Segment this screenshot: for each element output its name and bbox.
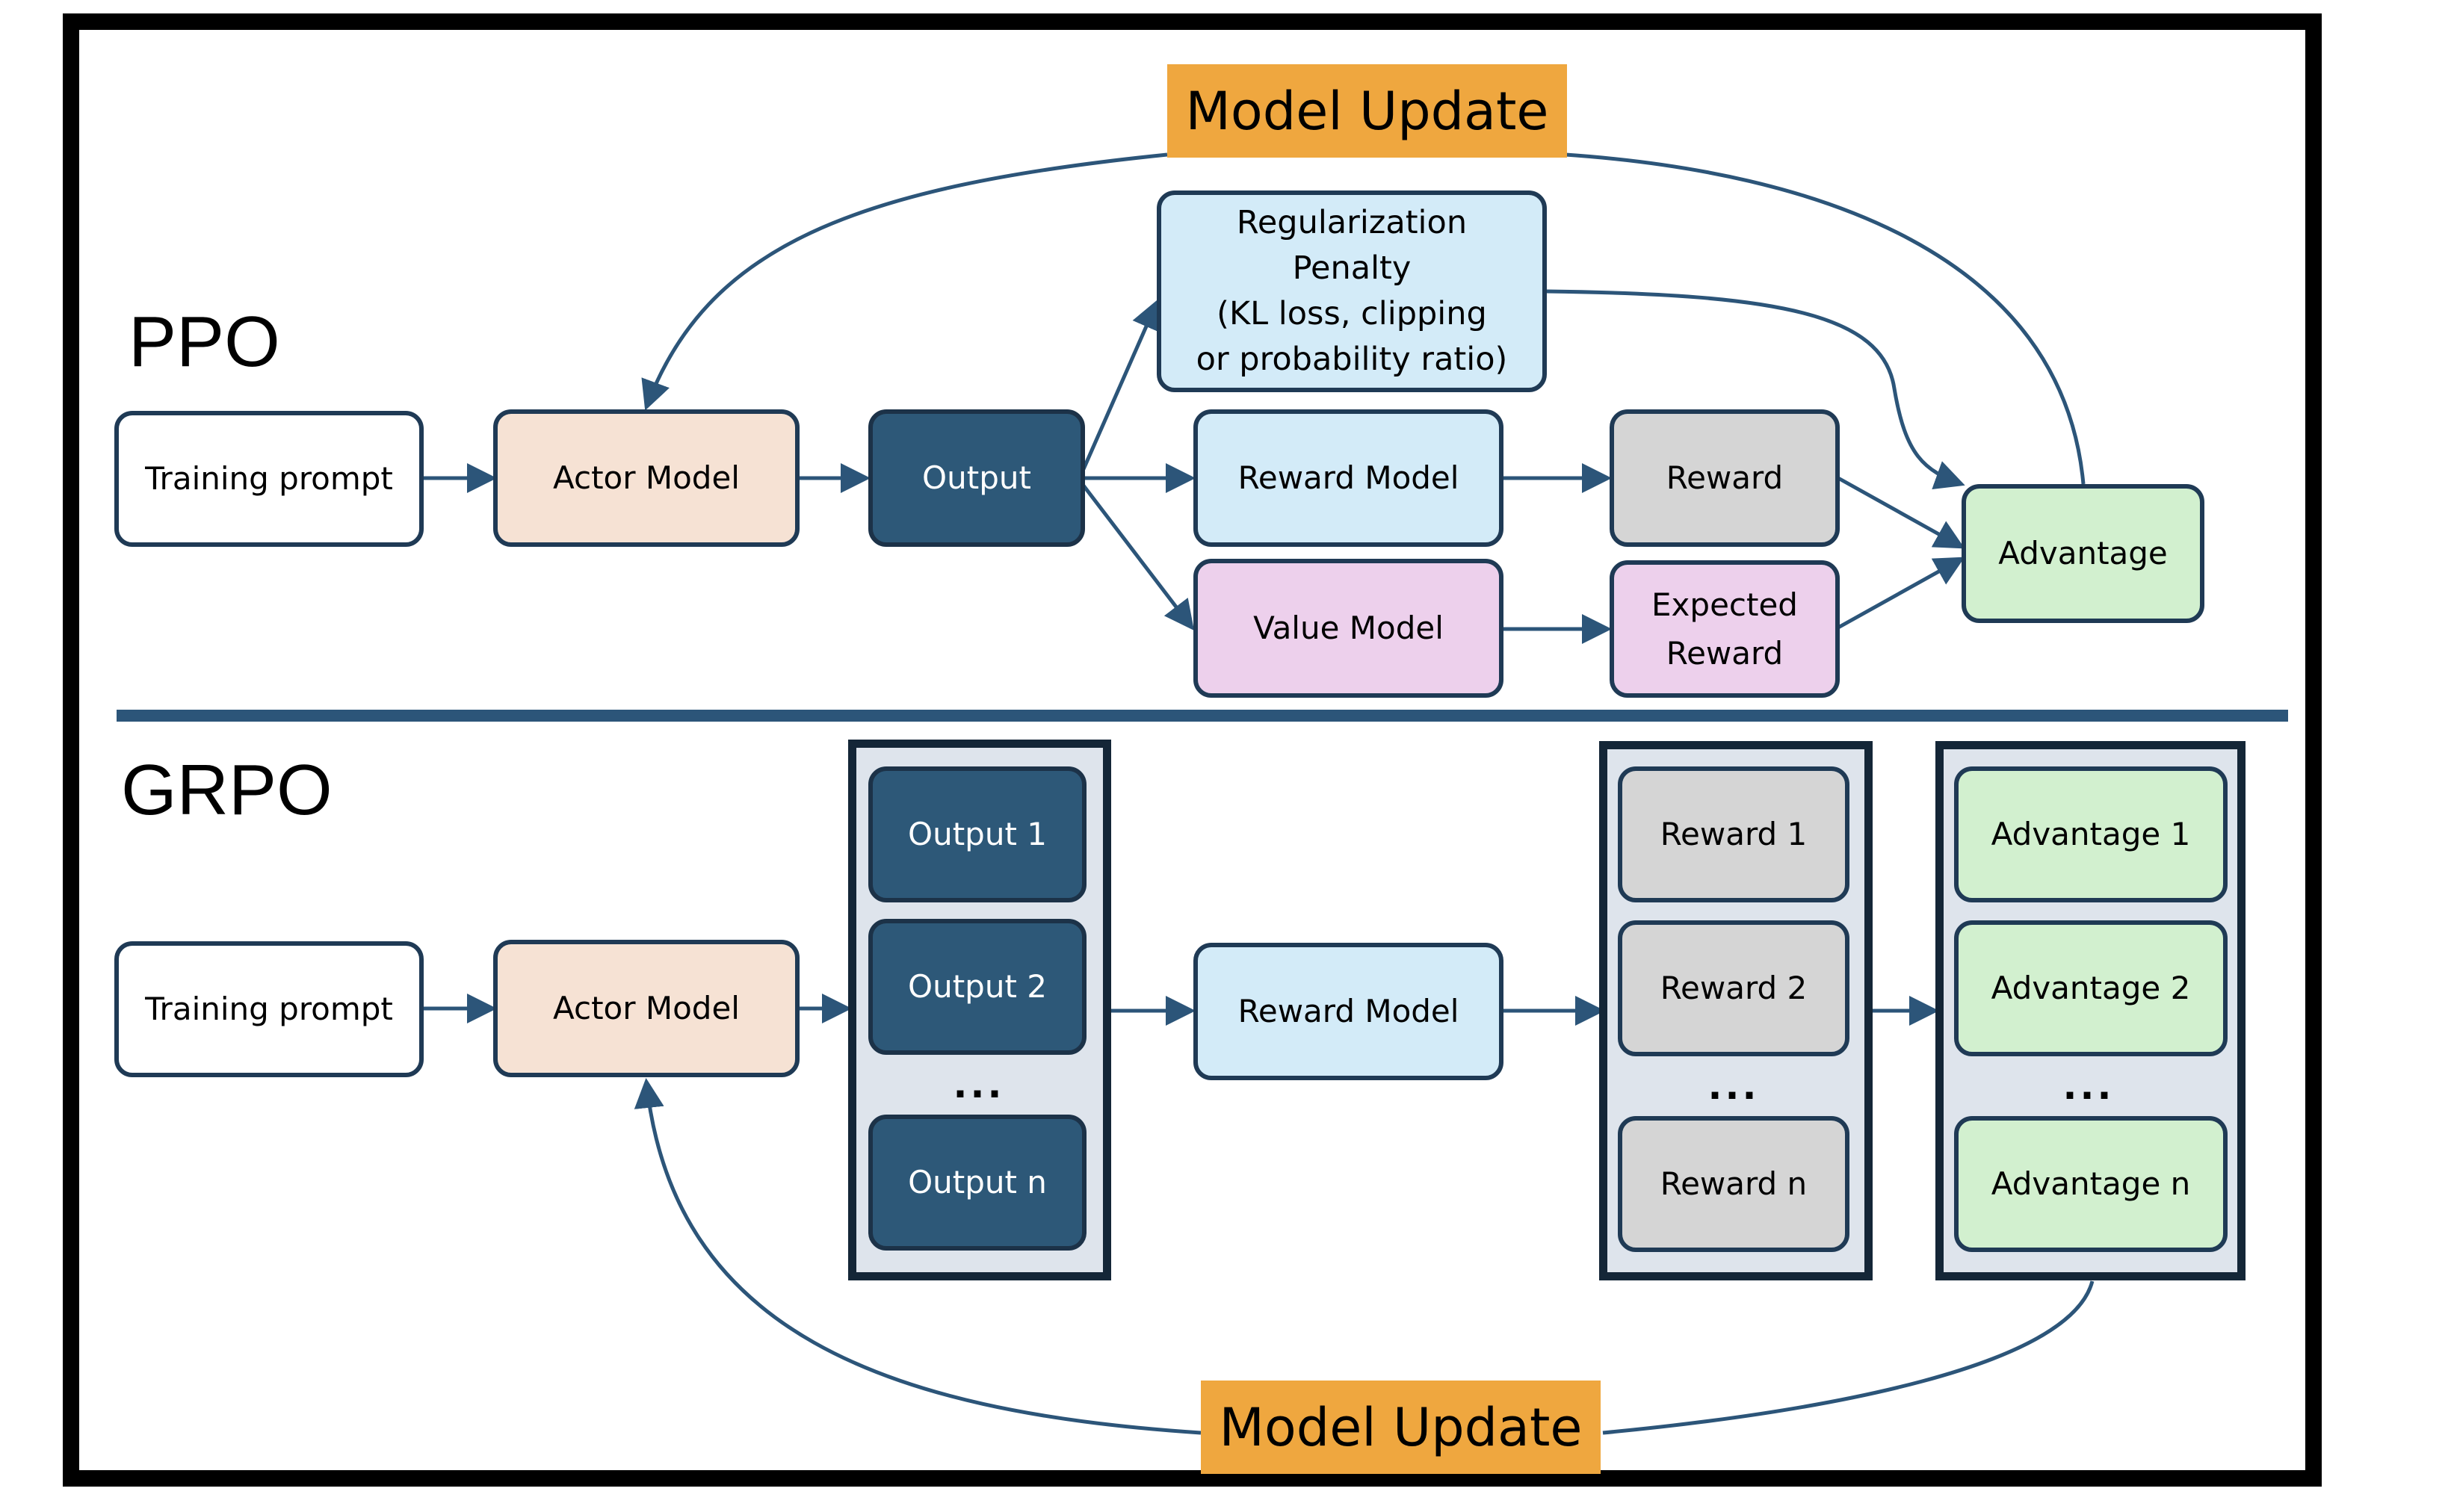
grpo-model-update-label: Model Update — [1201, 1381, 1601, 1474]
grpo-actor-model-node: Actor Model — [493, 940, 800, 1077]
reward-2-node: Reward 2 — [1618, 920, 1849, 1056]
regularization-penalty-node: Regularization Penalty (KL loss, clippin… — [1157, 190, 1547, 392]
advantage-1-node: Advantage 1 — [1954, 766, 2228, 902]
arrow-advantage-to-actor-ppo — [646, 152, 2086, 485]
grpo-title: GRPO — [121, 750, 333, 830]
outputs-ellipsis: ... — [953, 1063, 1005, 1106]
reward-n-node: Reward n — [1618, 1116, 1849, 1252]
arrow-output-to-regularization — [1081, 299, 1160, 471]
advantage-node: Advantage — [1962, 484, 2204, 623]
output-n-node: Output n — [868, 1115, 1087, 1251]
section-divider — [117, 710, 2288, 722]
reward-1-node: Reward 1 — [1618, 766, 1849, 902]
ppo-reward-model-node: Reward Model — [1193, 409, 1503, 547]
arrow-output-to-value-model — [1082, 484, 1195, 630]
arrow-advantages-to-actor-grpo — [646, 1082, 2095, 1435]
output-2-node: Output 2 — [868, 919, 1087, 1055]
grpo-reward-model-node: Reward Model — [1193, 943, 1503, 1080]
grpo-training-prompt-node: Training prompt — [114, 941, 424, 1077]
ppo-model-update-label: Model Update — [1167, 64, 1567, 158]
ppo-title: PPO — [129, 302, 280, 382]
advantage-2-node: Advantage 2 — [1954, 920, 2228, 1056]
advantages-ellipsis: ... — [2062, 1065, 2115, 1108]
ppo-output-node: Output — [868, 409, 1085, 547]
arrow-reward-to-advantage — [1837, 476, 1965, 549]
expected-reward-node: Expected Reward — [1610, 560, 1840, 698]
advantage-n-node: Advantage n — [1954, 1116, 2228, 1252]
arrow-regularization-to-advantage — [1546, 289, 1965, 489]
reward-node: Reward — [1610, 409, 1840, 547]
arrow-expected-reward-to-advantage — [1837, 557, 1965, 630]
ppo-actor-model-node: Actor Model — [493, 409, 800, 547]
output-1-node: Output 1 — [868, 766, 1087, 902]
rewards-ellipsis: ... — [1707, 1065, 1760, 1108]
value-model-node: Value Model — [1193, 559, 1503, 698]
ppo-training-prompt-node: Training prompt — [114, 411, 424, 547]
